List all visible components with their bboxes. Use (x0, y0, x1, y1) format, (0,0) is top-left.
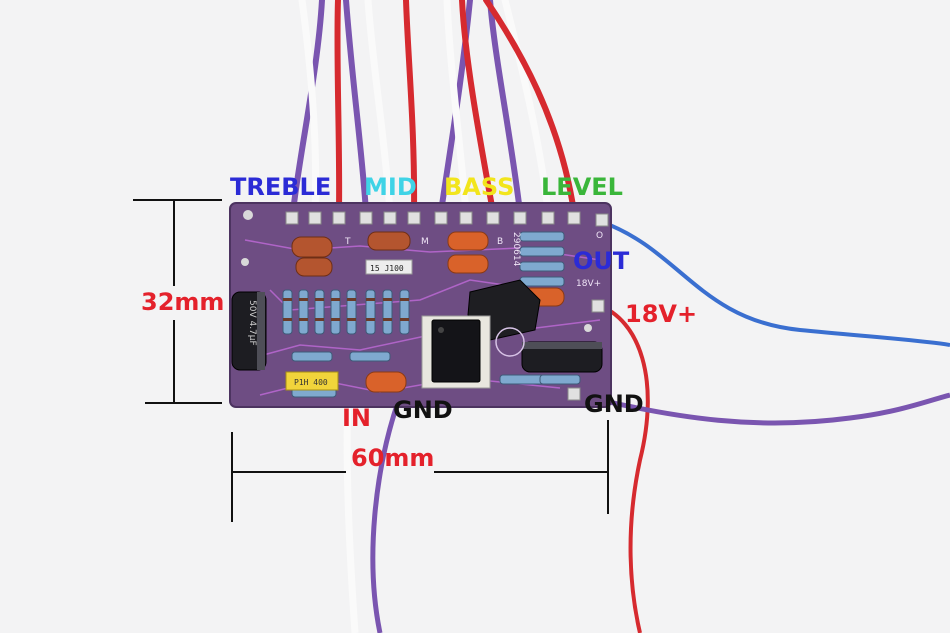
pot-mark-o: O (596, 231, 603, 241)
input-wire-white (343, 399, 359, 633)
mid-wire-white (364, 0, 394, 216)
level-wire-white (501, 0, 552, 216)
ground-wire-purple (574, 391, 950, 426)
yellow-box-capacitor (285, 371, 339, 391)
out-label: OUT (573, 247, 630, 275)
pot-mark-b: B (497, 237, 503, 247)
level-wire-purple (487, 0, 523, 215)
level-wire-red (483, 0, 577, 215)
electrolytic-marking: 50V 4.7μF (247, 300, 257, 346)
pot-mark-t: T (344, 237, 351, 247)
ic-chip (431, 319, 481, 383)
mid-wire-purple (343, 0, 369, 215)
yellow-capacitor-marking: P1H 400 (294, 378, 328, 387)
power-label: 18V+ (625, 300, 698, 328)
width-dimension-label: 60mm (351, 444, 435, 472)
treble-label: TREBLE (230, 173, 332, 201)
pcb-power-mark: 18V+ (576, 279, 601, 289)
input-label: IN (342, 404, 372, 432)
bass-wire-white (443, 0, 470, 216)
brown-ceramic-capacitors (291, 231, 411, 277)
treble-wire-white (298, 0, 320, 216)
input-ground-label: GND (393, 396, 453, 424)
output-ground-label: GND (584, 390, 644, 418)
height-dimension-label: 32mm (141, 288, 225, 316)
pot-mark-m: M (421, 237, 429, 247)
treble-wire-red (334, 0, 343, 215)
input-wire-purple (370, 401, 401, 633)
width-dimension-lines (231, 420, 609, 522)
trimmer-circle (495, 327, 525, 357)
mounting-holes (241, 210, 592, 332)
out-wire-blue (601, 220, 950, 347)
film-capacitor-marking: 15 J100 (370, 264, 404, 273)
ic-pin1-dot (438, 327, 444, 333)
mid-wire-red (403, 0, 418, 215)
treble-wire-purple (290, 0, 325, 215)
electrolytic-capacitor-left: 50V 4.7μF (231, 291, 267, 371)
height-dimension-lines (133, 199, 222, 404)
top-wire-bundle (290, 0, 577, 216)
bass-wire-red (459, 0, 496, 215)
resistor-row (282, 231, 581, 398)
film-capacitor-box (365, 259, 413, 275)
level-label: LEVEL (541, 173, 623, 201)
electrolytic-capacitor-right (521, 341, 603, 373)
bass-label: BASS (444, 173, 515, 201)
mid-label: MID (364, 173, 417, 201)
power-wire-red (597, 303, 650, 633)
pcb-code: 290614 (511, 232, 521, 267)
pot-pads (285, 211, 609, 401)
